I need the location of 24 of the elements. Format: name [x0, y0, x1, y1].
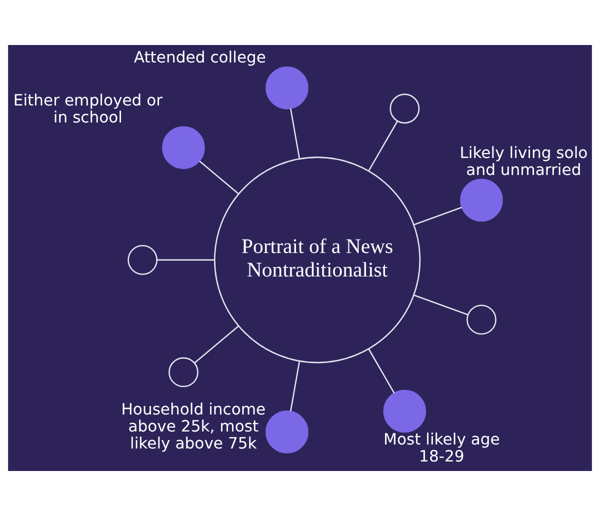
node-label: Either employed or in school — [13, 92, 163, 126]
node-label: Likely living solo and unmarried — [460, 144, 588, 179]
connector — [199, 160, 239, 194]
connector — [290, 361, 300, 412]
node-circle — [168, 357, 198, 388]
connector — [290, 108, 300, 158]
node-label: Most likely age 18-29 — [384, 430, 500, 466]
node-circle — [460, 178, 503, 222]
node-label: Attended college — [134, 48, 266, 67]
node-label: Household income above 25k, most likely above 75k — [121, 400, 266, 452]
node-circle: Portrait of a News Nontraditionalist — [214, 156, 421, 364]
node-circle — [390, 94, 420, 124]
connector — [194, 326, 239, 364]
node-circle — [383, 390, 426, 433]
node-circle — [266, 410, 308, 454]
node-circle — [466, 304, 496, 335]
connector — [157, 259, 214, 261]
connector — [414, 294, 468, 316]
node-circle — [162, 126, 205, 170]
node-circle — [128, 245, 158, 275]
connector — [414, 206, 462, 226]
node-circle — [266, 66, 308, 110]
connector — [368, 348, 395, 394]
connector — [368, 121, 398, 171]
